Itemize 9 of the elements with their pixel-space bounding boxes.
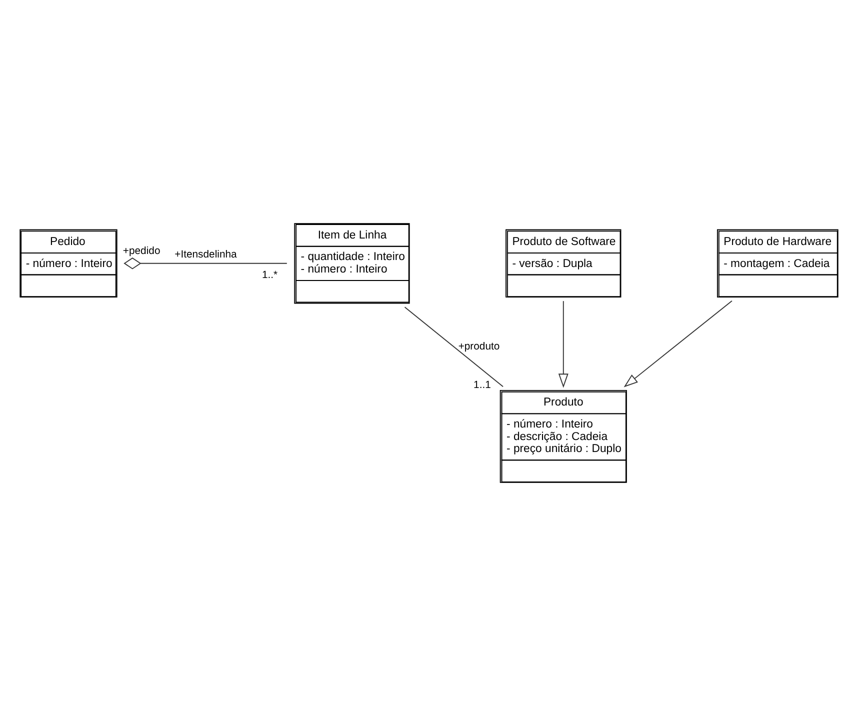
edge-label: +produto xyxy=(458,340,500,352)
label: 1..* xyxy=(262,270,278,281)
label: +pedido xyxy=(122,246,160,257)
connector xyxy=(124,257,288,269)
label: 1..1 xyxy=(474,379,491,390)
connector xyxy=(404,306,504,387)
arrow xyxy=(624,300,732,387)
arrow xyxy=(558,300,568,388)
edge-label: +Itensdelinha xyxy=(174,249,237,260)
